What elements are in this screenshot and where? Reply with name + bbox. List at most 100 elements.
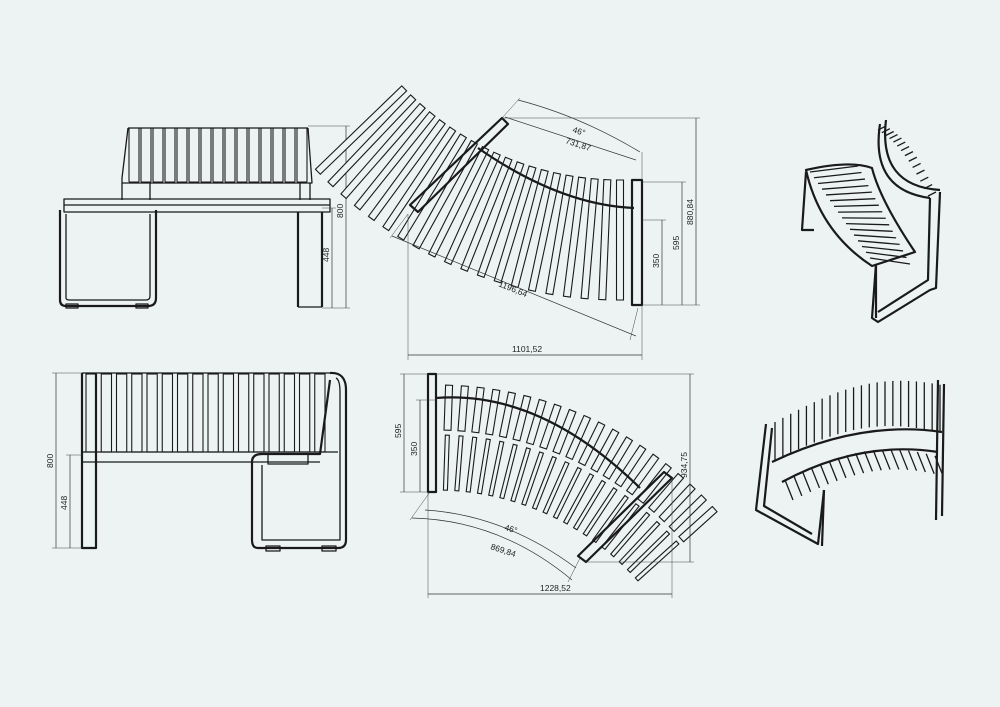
backrest-slat	[236, 127, 248, 183]
seat-slat	[493, 165, 537, 284]
backrest-slat	[298, 373, 311, 453]
dim-depth-seat: 350	[651, 254, 661, 268]
seat-slat	[784, 479, 794, 501]
backrest-slat	[237, 373, 250, 453]
backrest-slat	[896, 141, 906, 147]
seat-slat	[821, 184, 869, 190]
backrest-slat	[912, 162, 921, 169]
seat-slat	[427, 145, 490, 258]
backrest-slat	[140, 127, 152, 183]
backrest-slat	[222, 373, 235, 453]
backrest-slat	[200, 127, 212, 183]
backrest-slat	[885, 130, 894, 137]
seat-slat	[552, 408, 577, 455]
backrest-slat	[284, 127, 296, 183]
backrest-slat	[893, 137, 902, 143]
seat-slat	[614, 444, 647, 488]
top-view-curved-bench-a: 46° 731,87 1196,64 1101,52 880,84 595 35…	[314, 85, 700, 360]
dim-angle: 46°	[571, 124, 586, 137]
seat-slat	[668, 494, 708, 533]
seat-slat	[890, 449, 900, 470]
seat-slat	[527, 171, 562, 293]
backrest-slat	[920, 176, 929, 182]
seat-slat	[881, 449, 891, 470]
backrest-slat	[916, 169, 925, 175]
seat-slat	[580, 178, 599, 300]
seat-slat	[552, 466, 583, 520]
backrest-slat	[152, 127, 164, 183]
seat-slat	[925, 453, 935, 475]
backrest-slat	[176, 127, 188, 183]
backrest-slat	[927, 191, 937, 197]
seat-slat	[590, 428, 620, 473]
backrest-slat	[85, 373, 97, 453]
backrest-slat	[296, 127, 308, 183]
seat-slat	[916, 451, 926, 473]
seat-slat	[443, 151, 501, 266]
seat-slat	[562, 473, 595, 525]
backrest-slat	[224, 127, 236, 183]
seat-slat	[521, 451, 545, 506]
backrest-slat	[314, 373, 326, 453]
seat-slat	[582, 487, 618, 537]
seat-slat	[857, 240, 900, 246]
seat-slats-iso	[784, 449, 944, 501]
dim-seat-height: 448	[321, 248, 331, 262]
seat-slat	[813, 171, 862, 179]
dim-width: 1101,52	[512, 344, 542, 354]
seat-slat	[899, 449, 909, 471]
dim-height-total: 800	[45, 454, 55, 468]
backrest-slat	[904, 151, 914, 157]
seat-slat	[854, 452, 865, 474]
seat-slat	[634, 540, 680, 582]
backrest-slat	[889, 134, 898, 140]
seat-slat	[353, 111, 436, 211]
backrest-slat	[164, 127, 176, 183]
seat-slat	[562, 176, 587, 298]
seat-slat	[471, 386, 485, 434]
seat-slat	[845, 222, 890, 226]
backrest-slats-iso	[877, 125, 937, 197]
seat-slat	[849, 228, 893, 232]
seat-slat	[861, 245, 904, 252]
seat-slat	[853, 234, 897, 239]
seat-slat	[531, 455, 557, 511]
seat-slat	[510, 447, 532, 503]
backrest-slat	[248, 127, 260, 183]
seat-slat	[828, 460, 838, 482]
seat-slat	[327, 94, 417, 188]
seat-slat	[577, 421, 606, 467]
seat-slat	[872, 449, 882, 471]
seat-slat	[809, 165, 859, 173]
front-view-straight-bench: 800 448	[58, 125, 350, 309]
dim-depth-seat: 350	[409, 442, 419, 456]
seat-slat	[396, 133, 468, 241]
front-view-curved-bench: 800 448	[45, 371, 348, 552]
seat-slat	[488, 440, 505, 497]
seat-slat	[498, 391, 517, 439]
seat-slat	[678, 505, 718, 543]
backrest-slat	[176, 373, 189, 453]
backrest-slat	[908, 156, 918, 162]
seat-slat	[863, 451, 874, 472]
backrest-slat	[207, 373, 219, 453]
backrest-slat	[900, 145, 910, 152]
seat-slat	[340, 102, 426, 200]
dim-seat-height: 448	[59, 496, 69, 510]
seat-slat	[457, 385, 469, 432]
seat-slat	[625, 453, 660, 496]
seat-slats-radial	[442, 384, 718, 582]
seat-slat	[802, 471, 812, 493]
backrest-slat	[212, 127, 224, 183]
seat-slat	[572, 479, 607, 531]
seat-slat	[545, 174, 574, 296]
seat-slat	[825, 191, 872, 196]
backrest-slat	[192, 373, 204, 453]
seat-slat	[465, 436, 478, 493]
seat-slat	[525, 398, 547, 446]
seat-slat	[829, 198, 876, 202]
dim-depth-total: 880,84	[685, 199, 695, 225]
seat-slat	[846, 455, 856, 476]
backrest-slat	[272, 127, 284, 183]
dim-arc-length: 731,87	[564, 135, 592, 153]
